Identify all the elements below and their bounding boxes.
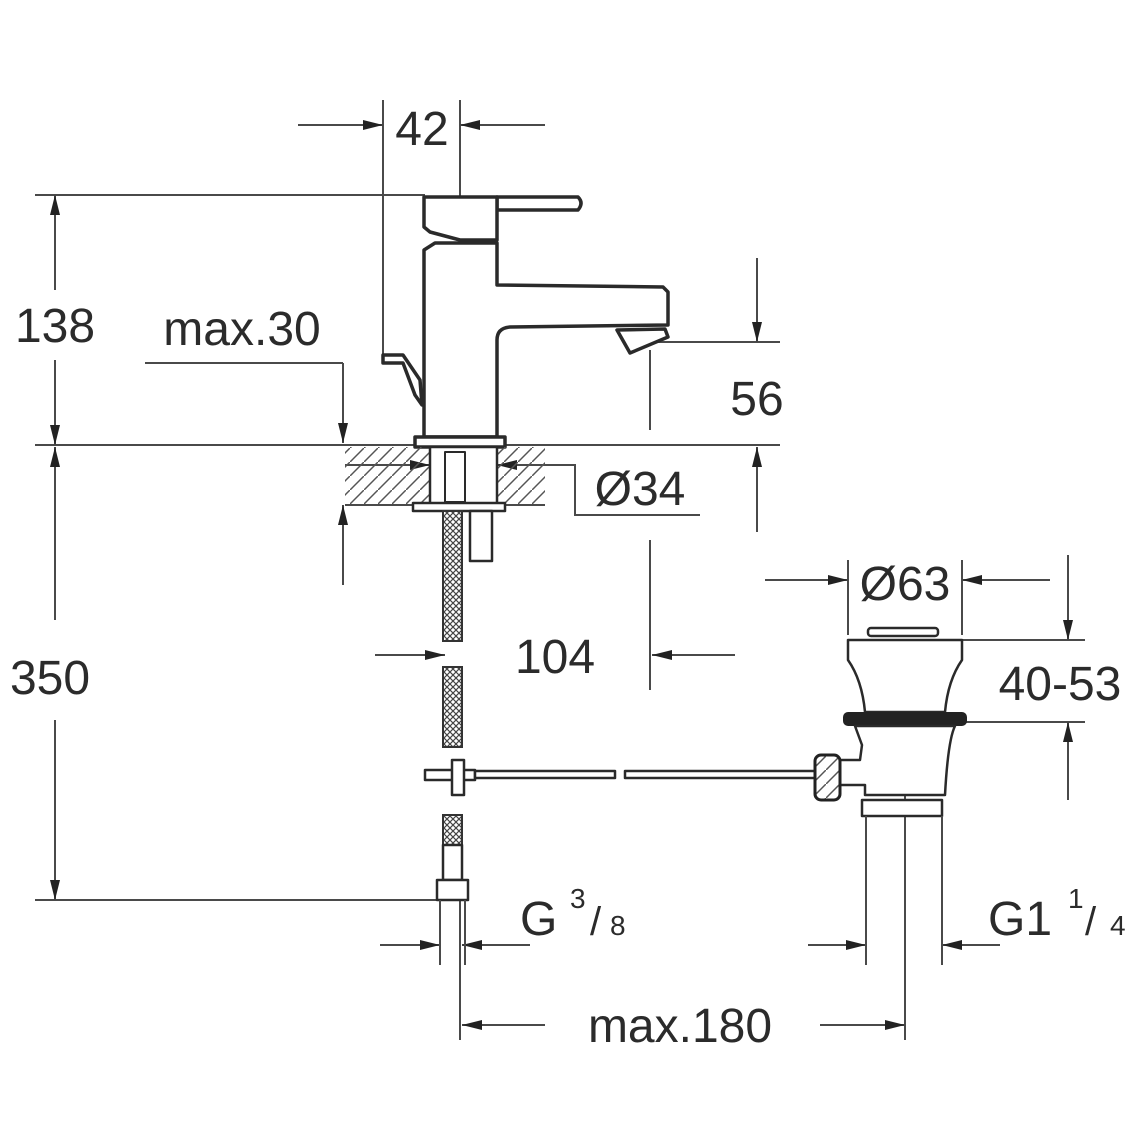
dim-42: 42 [395,103,448,156]
dim-o34: Ø34 [595,463,686,516]
waste-seal [843,712,967,726]
faucet [381,195,670,449]
dimension-arrows [50,120,1073,1030]
supply-hose [435,510,470,965]
svg-text:1: 1 [1068,883,1084,914]
svg-text:4: 4 [1110,910,1126,941]
knurled-nut [813,753,842,802]
svg-text:/: / [1085,900,1097,944]
dim-40-53: 40-53 [999,658,1122,711]
dim-max-180: max.180 [588,1000,772,1053]
waste-plug [866,626,940,638]
dim-max-30: max.30 [163,303,320,356]
svg-text:3: 3 [570,883,586,914]
faucet-head [422,195,499,242]
dim-g1-1-4: G1 1 / 4 [988,883,1126,946]
svg-text:G: G [520,893,557,946]
svg-text:G1: G1 [988,893,1052,946]
faucet-body [422,241,670,439]
dim-g-3-8: G 3 / 8 [520,883,626,946]
base-plate [413,435,507,449]
countertop [345,445,545,563]
svg-text:8: 8 [610,910,626,941]
dim-104: 104 [515,631,595,684]
pop-up-waste [813,626,967,965]
dim-138: 138 [15,300,95,353]
dim-350: 350 [10,652,90,705]
pop-up-lever [381,353,424,407]
pop-up-rod [423,758,817,797]
dim-o63: Ø63 [860,558,951,611]
svg-text:/: / [590,900,602,944]
faucet-lever [495,195,583,212]
dim-56: 56 [730,373,783,426]
aerator [615,327,670,355]
